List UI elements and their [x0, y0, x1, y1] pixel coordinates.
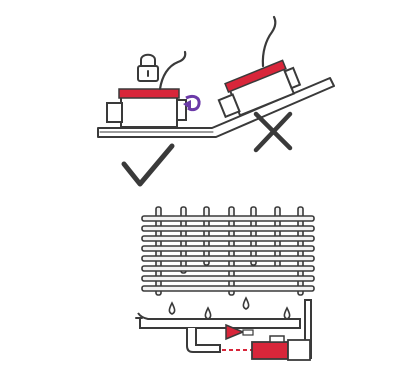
water-drop-icon — [283, 306, 291, 320]
bottom-device — [251, 335, 311, 361]
cross-icon — [253, 111, 293, 153]
device-correct — [106, 50, 201, 128]
tighten-arrow-icon — [183, 94, 201, 112]
drip-pipe — [135, 299, 312, 359]
padlock-icon — [137, 53, 159, 82]
device-body — [120, 95, 178, 128]
device-side-block — [106, 102, 123, 123]
water-drop-icon — [204, 306, 212, 320]
water-drop-icons — [168, 296, 291, 320]
mounting-plate — [97, 77, 335, 138]
check-icon — [121, 143, 175, 187]
rack-horizontal-bars — [141, 215, 315, 292]
installation-panel — [97, 15, 335, 187]
rack-panel — [135, 206, 315, 361]
device-incorrect — [217, 59, 302, 119]
device-red-band — [118, 88, 180, 99]
device-connector — [176, 99, 187, 121]
water-drop-icon — [242, 296, 250, 310]
water-drop-icon — [168, 301, 176, 315]
device-incorrect-cable — [261, 15, 277, 68]
nozzle-connector — [225, 323, 254, 341]
